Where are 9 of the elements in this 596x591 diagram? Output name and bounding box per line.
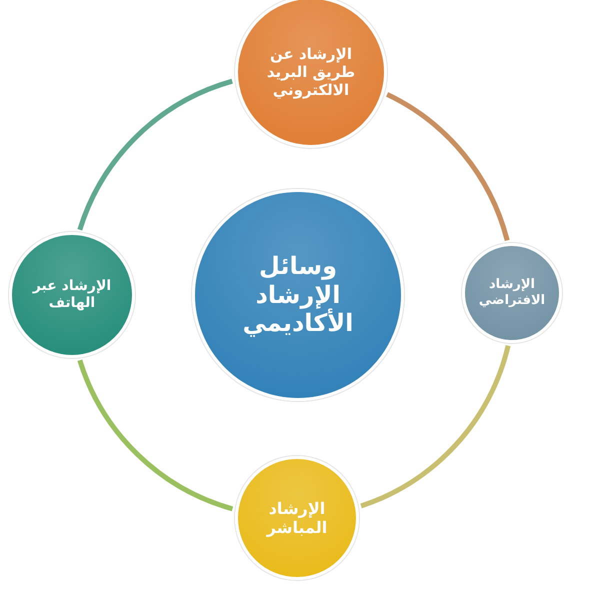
circle-label: الإرشاد عبر الهاتف: [31, 278, 112, 312]
circle-label: وسائل الإرشاد الأكاديمي: [242, 252, 354, 338]
ring-arc: [77, 78, 234, 231]
circle-label: الإرشاد المباشر: [265, 498, 328, 538]
circle-label: الإرشاد الافتراضي: [478, 277, 546, 309]
ring-arc: [386, 92, 510, 242]
ring-arc: [77, 359, 234, 512]
circle-label: الإرشاد عن طريق البريد الالكتروني: [266, 45, 356, 99]
ring-arc: [360, 344, 511, 508]
